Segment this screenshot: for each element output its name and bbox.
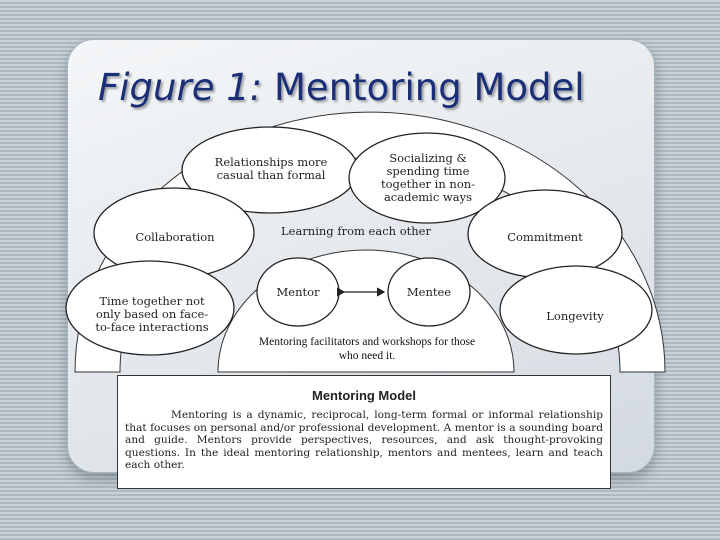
- oval-mentee-label: Mentee: [406, 285, 452, 299]
- definition-heading: Mentoring Model: [312, 388, 416, 403]
- oval-mentor-label: Mentor: [276, 285, 320, 299]
- learning-label: Learning from each other: [281, 224, 431, 238]
- oval-longevity-label: Longevity: [546, 309, 604, 323]
- facilitators-note: Mentoring facilitators and workshops for…: [253, 332, 481, 366]
- oval-commitment-label: Commitment: [507, 230, 583, 244]
- oval-longevity: [499, 265, 653, 355]
- oval-collaboration-label: Collaboration: [135, 230, 215, 244]
- oval-mentee: [387, 257, 471, 327]
- slide-title: Figure 1: Mentoring Model: [98, 66, 658, 118]
- oval-time-together: [65, 260, 235, 356]
- oval-socializing-label: Socializing & spending time together in …: [380, 151, 476, 204]
- definition-body: Mentoring is a dynamic, reciprocal, long…: [125, 409, 603, 471]
- oval-relationships-label: Relationships more casual than formal: [214, 155, 328, 182]
- title-figure-label: Figure 1:: [98, 66, 263, 109]
- oval-socializing: [348, 132, 506, 224]
- definition-box: Mentoring Model Mentoring is a dynamic, …: [117, 375, 611, 489]
- oval-time-together-label: Time together not only based on face-to-…: [95, 294, 209, 334]
- title-text: Mentoring Model: [262, 66, 585, 109]
